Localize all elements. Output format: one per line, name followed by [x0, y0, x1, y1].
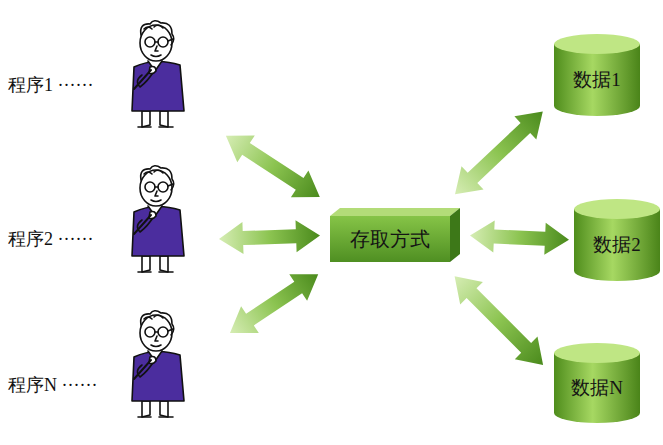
data-cylinder: 数据2: [573, 198, 661, 282]
access-box: 存取方式: [330, 208, 460, 262]
double-arrow: [219, 220, 320, 254]
programmer-figure: [120, 305, 200, 420]
data-label: 数据1: [553, 53, 641, 107]
access-label: 存取方式: [330, 216, 450, 262]
data-cylinder: 数据N: [553, 342, 641, 424]
program-label: 程序N ······: [8, 373, 97, 397]
program-node: 程序1 ······: [8, 20, 205, 140]
double-arrow: [455, 276, 543, 365]
program-node: 程序2 ······: [8, 165, 205, 285]
program-node: 程序N ······: [8, 310, 205, 430]
program-label: 程序1 ······: [8, 73, 93, 97]
data-label: 数据N: [553, 362, 641, 414]
double-arrow: [226, 135, 320, 197]
double-arrow: [470, 221, 569, 255]
program-label: 程序2 ······: [8, 227, 93, 251]
double-arrow: [455, 112, 543, 195]
double-arrow: [230, 274, 318, 333]
programmer-figure: [120, 15, 200, 130]
data-label: 数据2: [573, 218, 661, 272]
programmer-figure: [120, 160, 200, 275]
data-cylinder: 数据1: [553, 33, 641, 117]
